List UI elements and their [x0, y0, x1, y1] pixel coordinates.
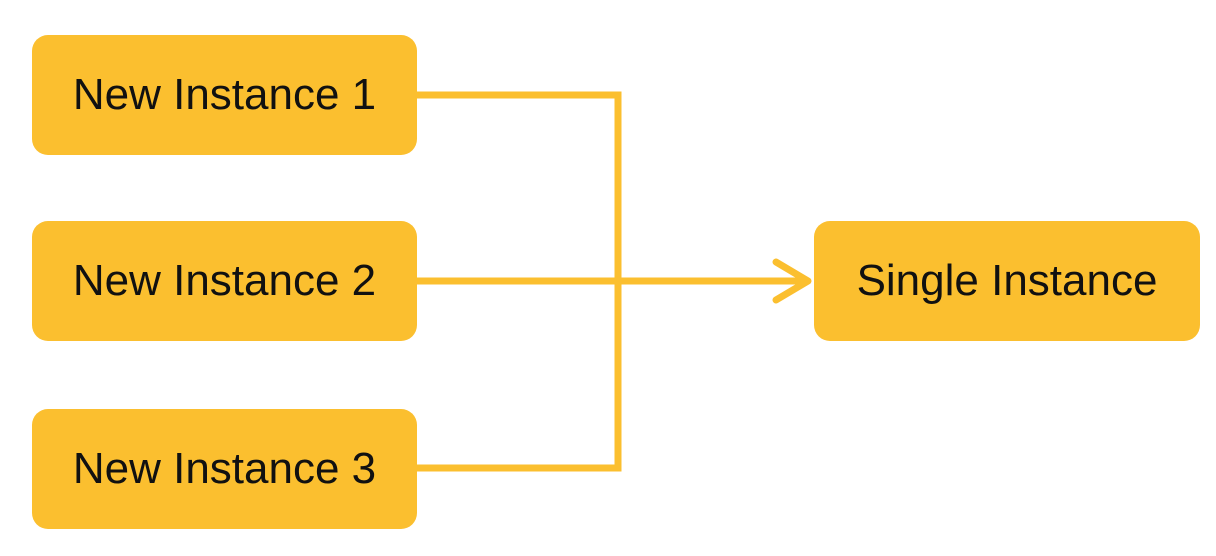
single-instance-label: Single Instance — [856, 256, 1158, 305]
connector-from-instance-1 — [417, 91, 622, 281]
arrowhead-icon — [772, 258, 812, 304]
new-instance-2-label: New Instance 2 — [72, 256, 377, 305]
single-instance-box: Single Instance — [814, 221, 1200, 341]
new-instance-2-box: New Instance 2 — [32, 221, 417, 341]
new-instance-1-box: New Instance 1 — [32, 35, 417, 155]
new-instance-3-label: New Instance 3 — [72, 444, 377, 493]
new-instance-1-label: New Instance 1 — [72, 70, 377, 119]
connector-from-instance-3 — [417, 281, 622, 472]
new-instance-3-box: New Instance 3 — [32, 409, 417, 529]
